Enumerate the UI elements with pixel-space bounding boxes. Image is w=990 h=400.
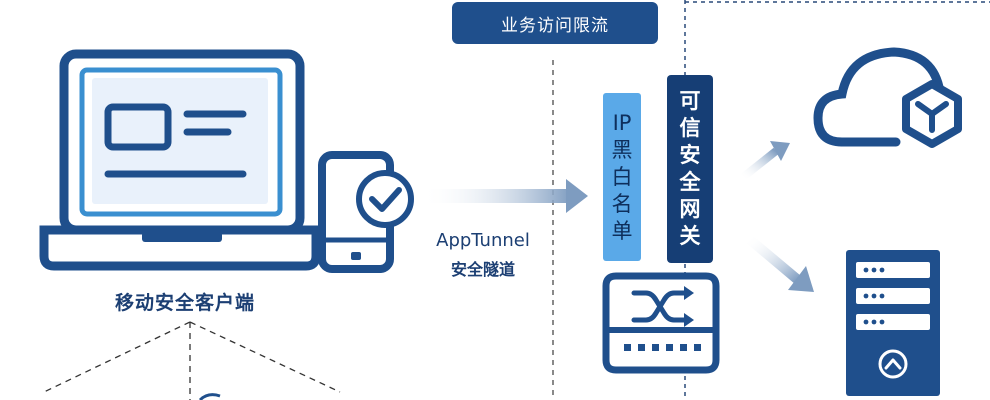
ip-list-char: 白 xyxy=(611,164,633,189)
network-switch-icon xyxy=(602,272,720,374)
gateway-char: 关 xyxy=(679,224,701,248)
branch-dashed-left xyxy=(43,321,191,393)
arrow-to-cloud xyxy=(739,141,790,182)
gateway-char: 信 xyxy=(679,116,701,140)
client-label: 移动安全客户端 xyxy=(114,292,255,314)
server-rack-icon xyxy=(846,250,940,396)
ip-list-char: 黑 xyxy=(611,137,633,162)
cube-icon xyxy=(902,80,962,148)
tunnel-arrow xyxy=(422,179,588,213)
cloud-icon xyxy=(813,47,945,147)
laptop-icon xyxy=(39,49,321,271)
arrow-to-server xyxy=(744,234,814,292)
checkmark-badge-icon xyxy=(356,170,414,228)
ip-list-char: 单 xyxy=(611,218,633,243)
gateway-char: 网 xyxy=(679,197,701,221)
rate-limit-label: 业务访问限流 xyxy=(501,15,609,36)
rate-limit-banner: 业务访问限流 xyxy=(452,2,658,44)
tunnel-label-en: AppTunnel xyxy=(436,230,530,251)
ip-list-char: IP xyxy=(612,110,632,135)
gateway-char: 全 xyxy=(679,170,701,194)
ip-list-char: 名 xyxy=(611,191,633,216)
trusted-gateway-pill: 可 信 安 全 网 关 xyxy=(667,75,713,263)
branch-dashed-right xyxy=(189,321,341,393)
ip-blacklist-whitelist-pill: IP 黑 白 名 单 xyxy=(603,93,641,261)
gateway-char: 安 xyxy=(679,143,701,167)
tunnel-label-cn: 安全隧道 xyxy=(450,260,515,279)
gateway-char: 可 xyxy=(679,89,701,113)
partial-icon-fragment xyxy=(198,393,221,400)
